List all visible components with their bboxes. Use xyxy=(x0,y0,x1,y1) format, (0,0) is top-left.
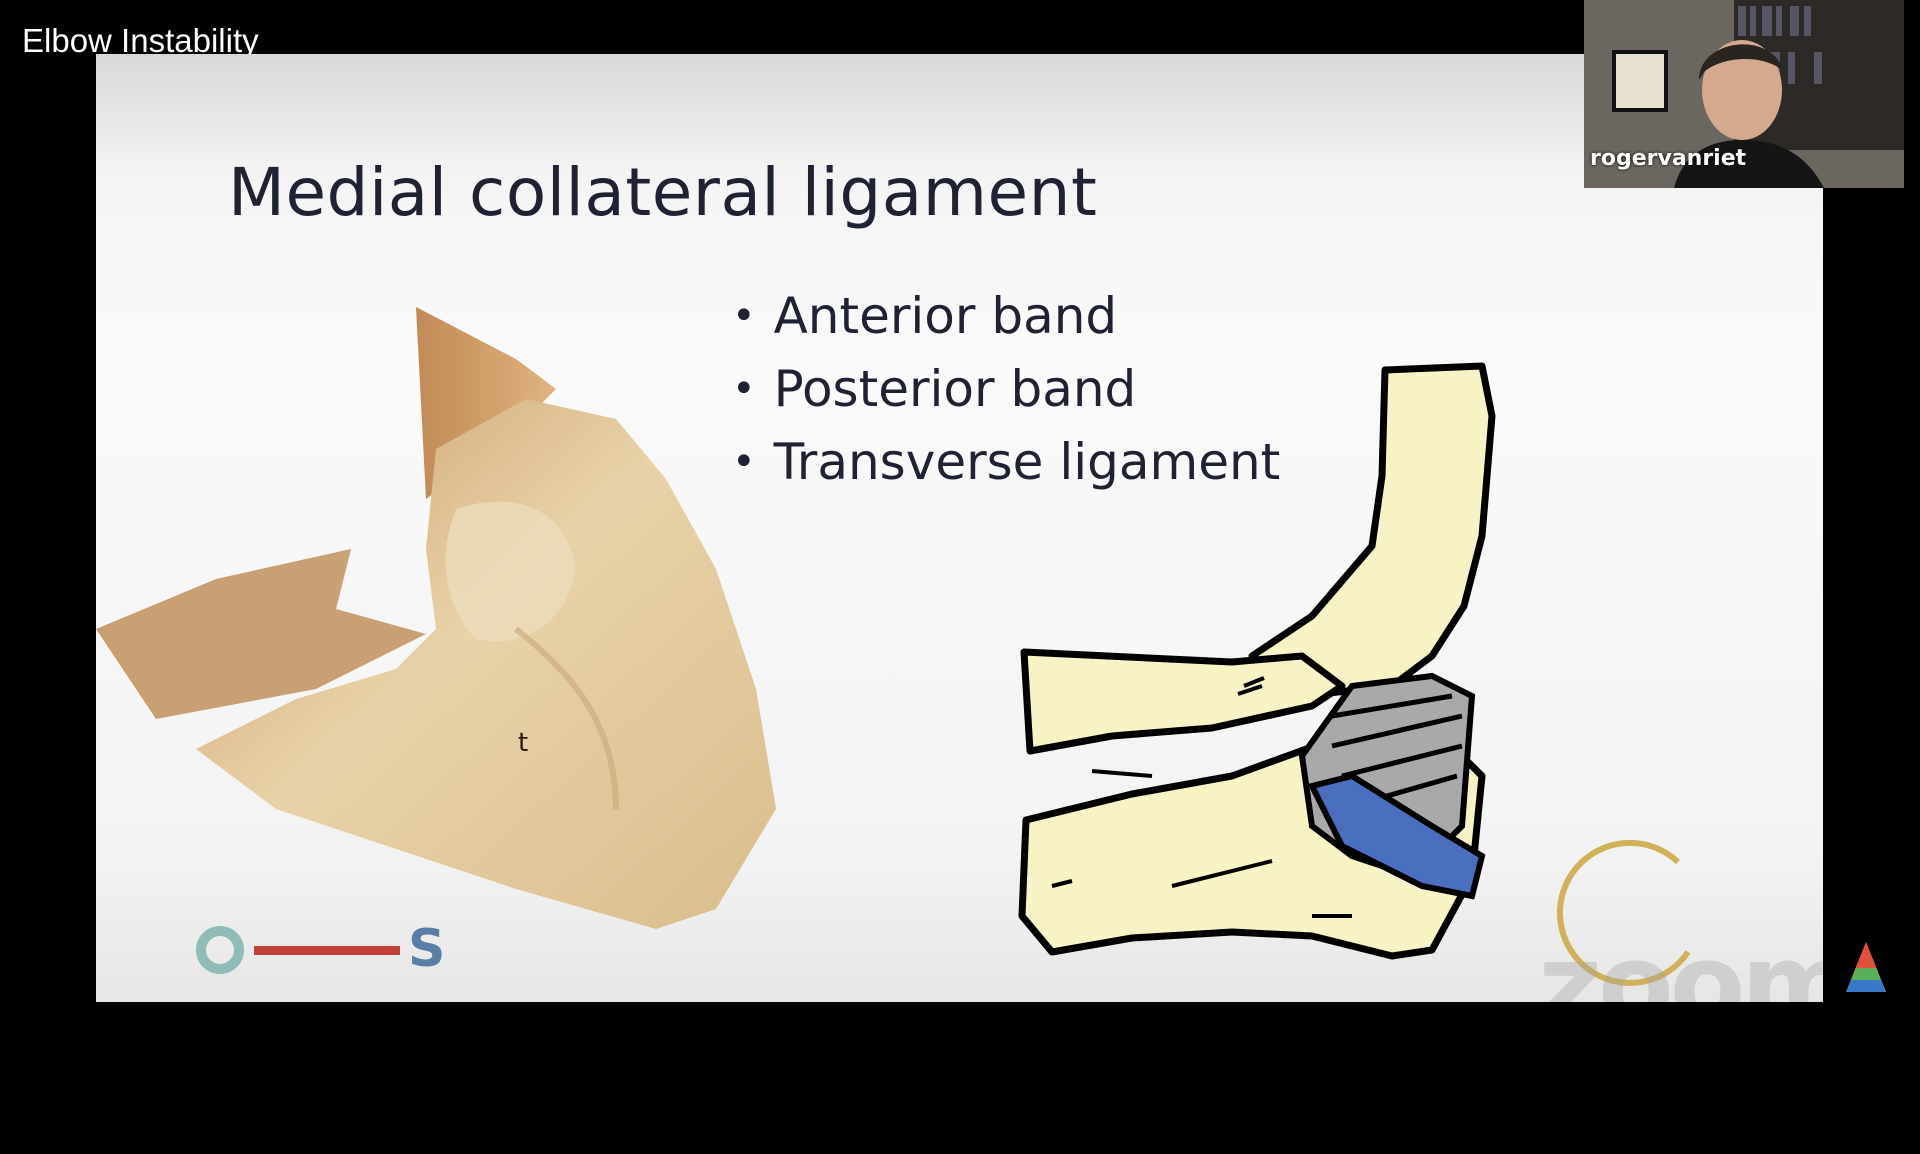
elbow-ligament-illustration xyxy=(1018,362,1496,960)
bullet-item: Transverse ligament xyxy=(732,426,1281,499)
video-title: Elbow Instability xyxy=(22,22,259,59)
ose-logo: S xyxy=(196,922,444,978)
webcam-feed xyxy=(1584,0,1904,188)
slide-title: Medial collateral ligament xyxy=(228,154,1098,231)
bullet-item: Anterior band xyxy=(732,280,1280,353)
cadaver-specimen-image: t xyxy=(96,307,776,929)
presentation-slide: Medial collateral ligament Anterior band… xyxy=(96,54,1823,1002)
zoom-watermark: zoom xyxy=(1538,920,1823,1002)
logo-s-letter: S xyxy=(408,922,444,978)
participant-name: rogervanriet xyxy=(1590,146,1747,171)
participant-video-thumbnail[interactable]: rogervanriet xyxy=(1584,0,1904,188)
pyramid-icon xyxy=(1846,942,1886,992)
bullet-list: Anterior band Posterior band Transverse … xyxy=(732,280,1281,499)
bullet-item: Posterior band xyxy=(732,353,1280,426)
gold-ring-logo xyxy=(1556,839,1691,986)
specimen-label: t xyxy=(518,728,528,758)
